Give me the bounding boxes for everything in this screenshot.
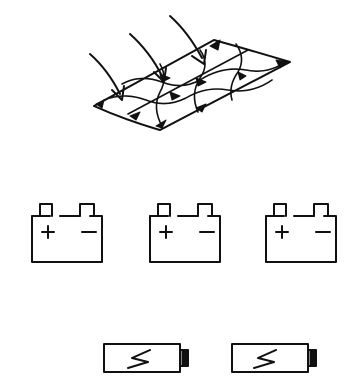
lightning-bolt-icon xyxy=(254,350,276,368)
sun-ray-arrow-icon xyxy=(170,16,206,64)
cylinder-batteries xyxy=(104,344,316,372)
battery-cell-icon xyxy=(232,344,316,372)
battery-cell-icon xyxy=(104,344,188,372)
car-battery-icon xyxy=(266,204,336,262)
car-battery-icon xyxy=(32,204,102,262)
sun-ray-arrow-icon xyxy=(90,54,124,100)
solar-panel-icon xyxy=(94,40,290,130)
car-batteries xyxy=(32,204,336,262)
car-battery-icon xyxy=(150,204,220,262)
sun-ray-arrow-icon xyxy=(130,34,166,82)
lightning-bolt-icon xyxy=(128,350,150,368)
